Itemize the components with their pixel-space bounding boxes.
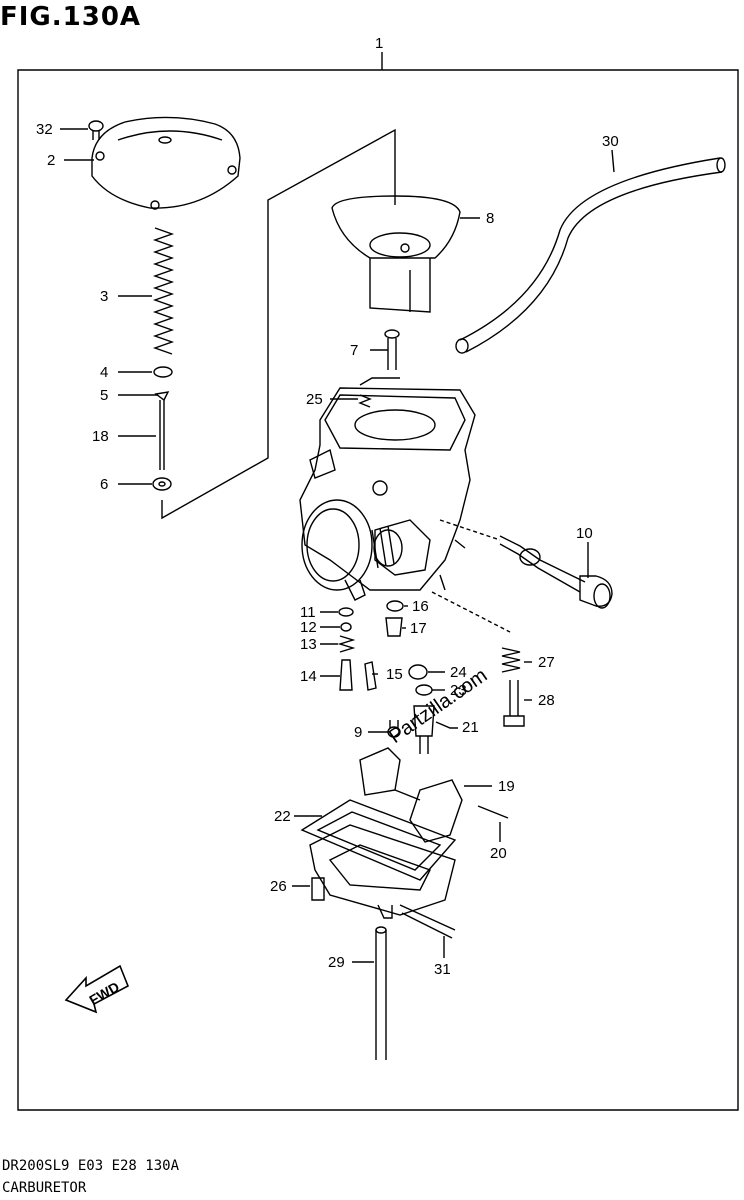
spring-part-25 bbox=[358, 394, 372, 408]
washer-part-4 bbox=[153, 366, 173, 378]
group-bracket bbox=[161, 128, 396, 520]
screw-part-26 bbox=[311, 877, 325, 901]
callout-30: 30 bbox=[602, 133, 619, 150]
screw-part-32 bbox=[88, 120, 104, 140]
washer-part-12 bbox=[340, 622, 352, 632]
callout-15: 15 bbox=[386, 666, 403, 683]
fwd-arrow-icon bbox=[64, 964, 130, 1014]
gasket-part-22 bbox=[300, 799, 457, 881]
callout-9: 9 bbox=[354, 724, 362, 741]
oring-part-23 bbox=[415, 684, 433, 696]
footer-section-name: CARBURETOR bbox=[2, 1180, 87, 1196]
needle-part-18 bbox=[159, 400, 165, 470]
drain-screw-part-31 bbox=[399, 904, 456, 939]
callout-25: 25 bbox=[306, 391, 323, 408]
diaphragm-part-8 bbox=[331, 195, 461, 313]
callout-17: 17 bbox=[410, 620, 427, 637]
callout-7: 7 bbox=[350, 342, 358, 359]
pin-part-20 bbox=[477, 805, 509, 819]
callout-2: 2 bbox=[47, 152, 55, 169]
callout-23: 23 bbox=[450, 682, 467, 699]
top-cap-part bbox=[91, 116, 241, 210]
callout-5: 5 bbox=[100, 387, 108, 404]
choke-cable-part-10 bbox=[439, 519, 613, 609]
footer-model-code: DR200SL9 E03 E28 130A bbox=[2, 1158, 180, 1174]
jet-part-21 bbox=[413, 705, 435, 754]
callout-14: 14 bbox=[300, 668, 317, 685]
figure-title: FIG.130A bbox=[0, 2, 142, 32]
callout-32: 32 bbox=[36, 121, 53, 138]
callout-3: 3 bbox=[100, 288, 108, 305]
callout-29: 29 bbox=[328, 954, 345, 971]
float-bowl bbox=[309, 824, 456, 919]
hose-part-30 bbox=[455, 157, 726, 354]
callout-4: 4 bbox=[100, 364, 108, 381]
oring-part-16 bbox=[386, 600, 404, 612]
callout-27: 27 bbox=[538, 654, 555, 671]
spring-part-13 bbox=[337, 635, 356, 653]
callout-16: 16 bbox=[412, 598, 429, 615]
screw-part-7 bbox=[384, 329, 400, 370]
callout-10: 10 bbox=[576, 525, 593, 542]
drain-tube-part-29 bbox=[375, 926, 387, 1060]
jet-part-14 bbox=[339, 659, 353, 691]
jet-part-24 bbox=[408, 664, 428, 680]
carburetor-body bbox=[299, 377, 476, 601]
callout-8: 8 bbox=[486, 210, 494, 227]
callout-31: 31 bbox=[434, 961, 451, 978]
callout-11: 11 bbox=[300, 604, 316, 621]
spring-part-3 bbox=[152, 227, 175, 355]
screw-part-28 bbox=[503, 680, 525, 727]
clip-part-5 bbox=[154, 391, 170, 402]
callout-12: 12 bbox=[300, 619, 317, 636]
callout-18: 18 bbox=[92, 428, 109, 445]
callout-13: 13 bbox=[300, 636, 317, 653]
callout-20: 20 bbox=[490, 845, 507, 862]
float-part-19 bbox=[359, 747, 463, 843]
callout-19: 19 bbox=[498, 778, 515, 795]
callout-1: 1 bbox=[375, 35, 383, 52]
nut-part-6 bbox=[152, 477, 172, 491]
jet-part-15 bbox=[364, 661, 377, 691]
callout-21: 21 bbox=[462, 719, 479, 736]
callout-22: 22 bbox=[274, 808, 291, 825]
oring-part-11 bbox=[338, 607, 354, 617]
callout-6: 6 bbox=[100, 476, 108, 493]
callout-24: 24 bbox=[450, 664, 467, 681]
callout-28: 28 bbox=[538, 692, 555, 709]
spring-part-27 bbox=[501, 647, 521, 673]
assembly-frame bbox=[17, 69, 739, 1111]
screw-part-17 bbox=[385, 617, 403, 637]
carburetor-exploded-diagram: 1 32 2 3 4 5 18 6 8 30 7 25 10 11 12 13 … bbox=[17, 35, 739, 1111]
callout-26: 26 bbox=[270, 878, 287, 895]
dash-line-27 bbox=[431, 591, 511, 633]
